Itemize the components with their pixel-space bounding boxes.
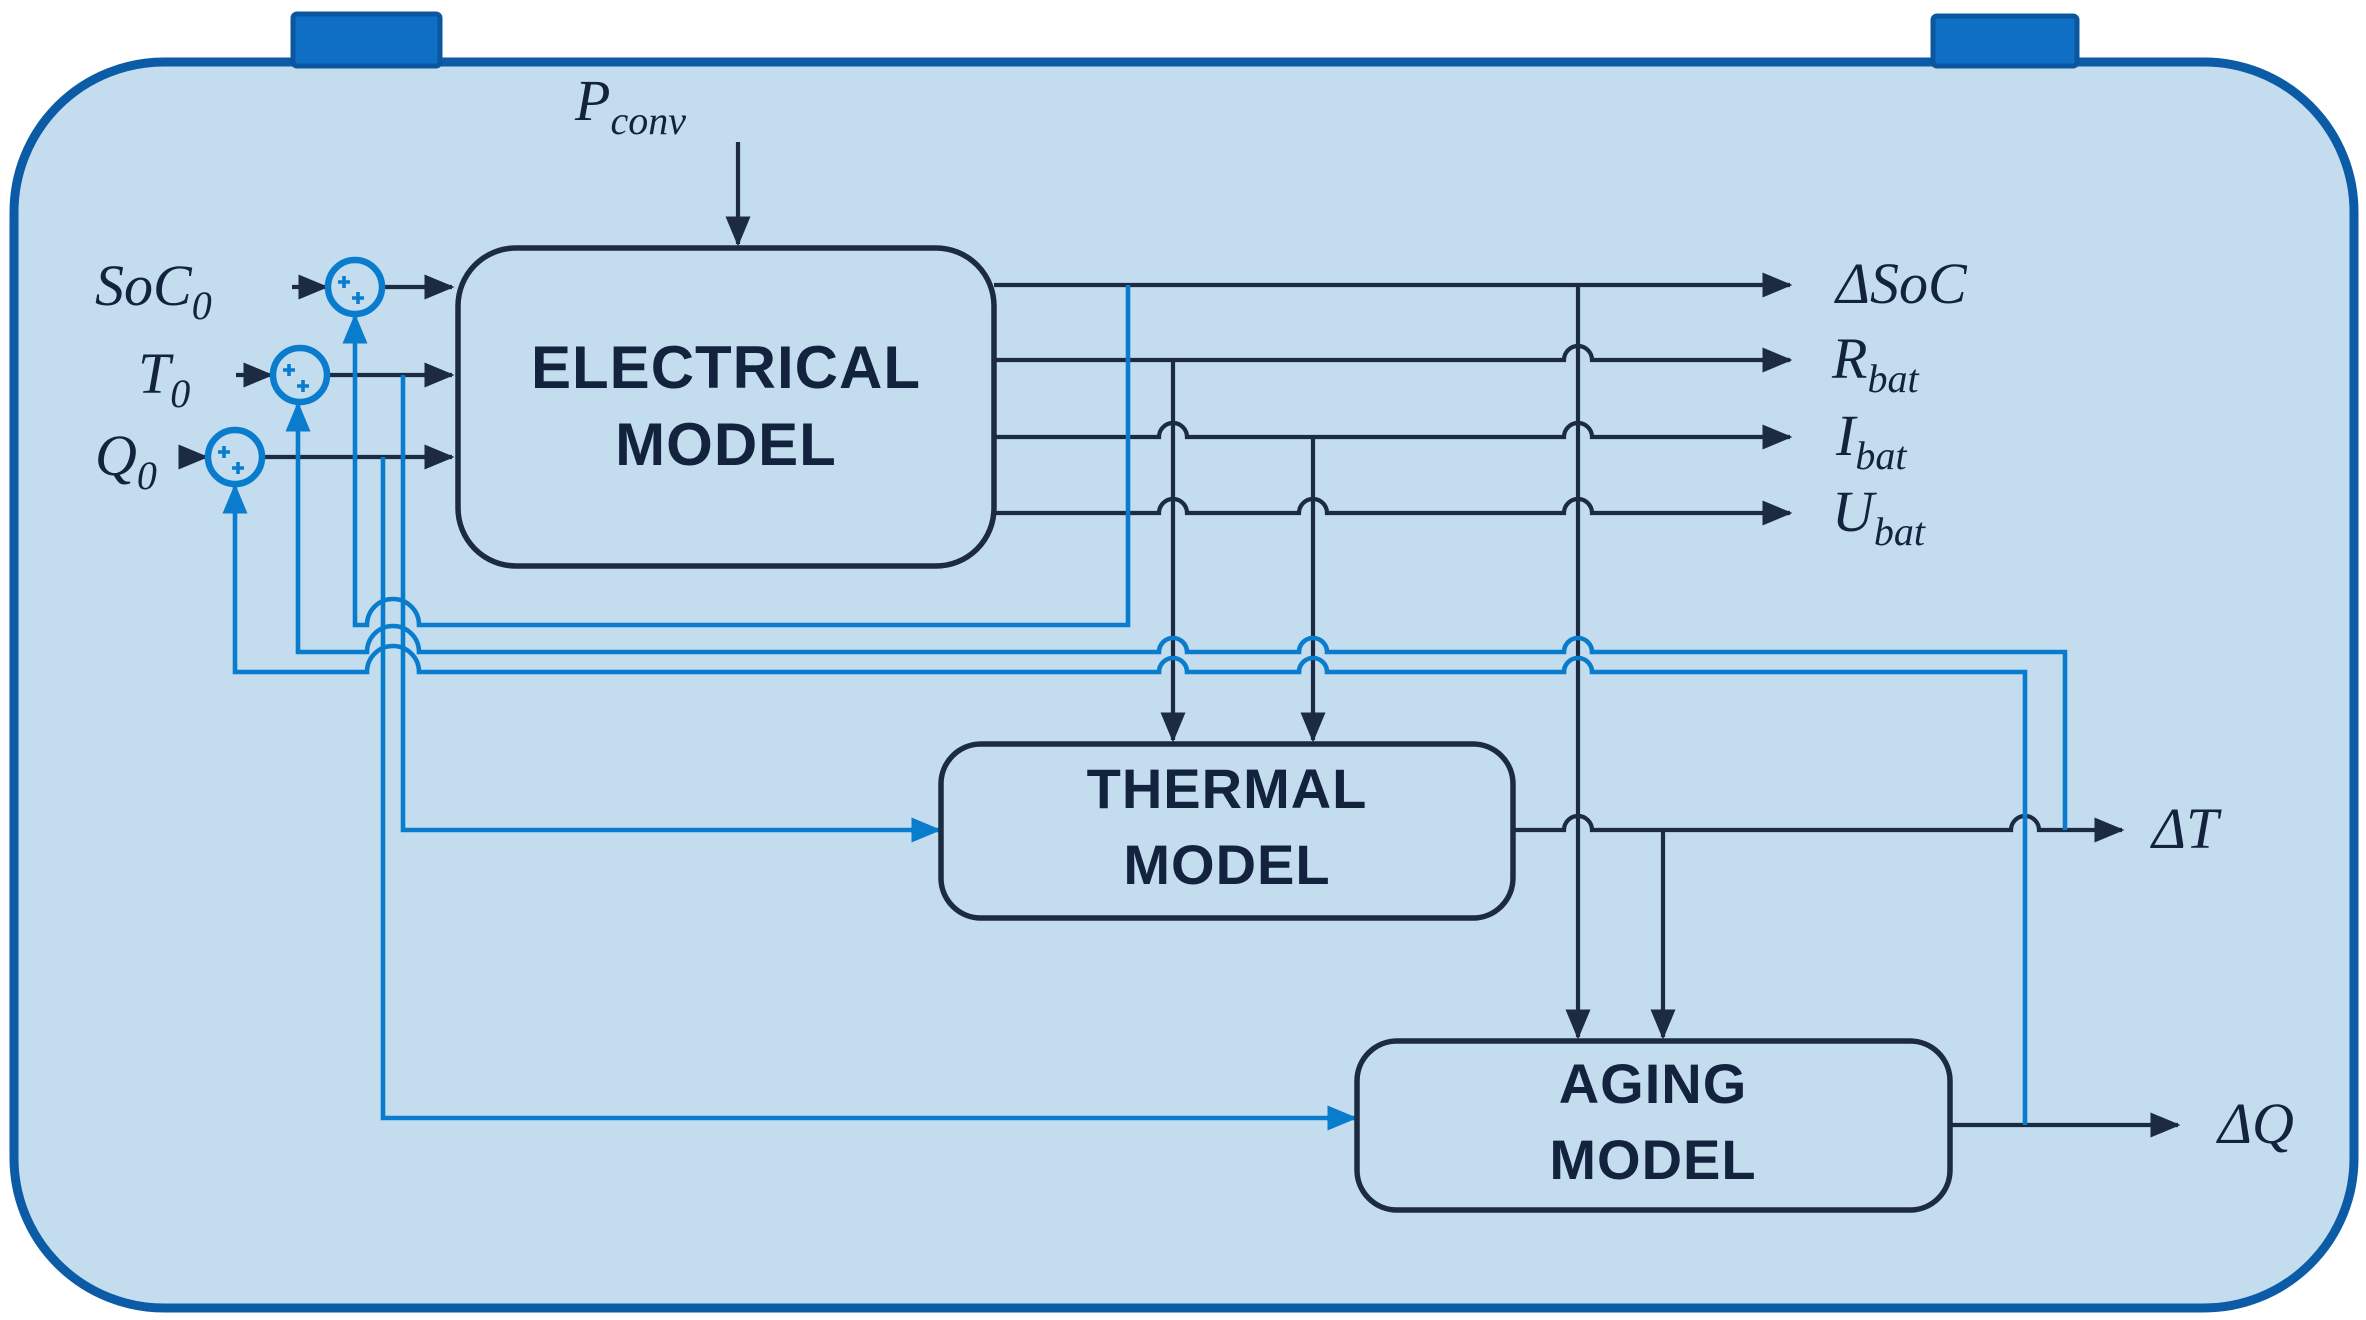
line-out-delta-t xyxy=(1513,813,2125,843)
sum-junction-q xyxy=(204,426,266,488)
label-delta-q: ΔQ xyxy=(2216,1091,2294,1156)
aging-model-label-line2: MODEL xyxy=(1549,1128,1756,1191)
plus-icon xyxy=(283,364,295,376)
line-out-i-bat xyxy=(994,420,1793,450)
electrical-model-label-line2: MODEL xyxy=(615,411,837,478)
label-u-bat: Ubat xyxy=(1832,479,1926,554)
plus-icon xyxy=(338,276,350,288)
plus-icon xyxy=(352,292,364,304)
electrical-model-label-line1: ELECTRICAL xyxy=(531,334,921,401)
line-t-to-thermal-input xyxy=(400,375,942,843)
block-thermal-model xyxy=(938,741,1516,921)
label-soc0: SoC0 xyxy=(95,253,212,328)
line-feedback-delta-q xyxy=(222,483,2028,1125)
label-t0: T0 xyxy=(138,341,190,416)
block-electrical-model xyxy=(455,245,997,569)
battery-terminal-right xyxy=(1930,13,2080,69)
line-feedback-soc xyxy=(342,285,1131,628)
label-delta-soc: ΔSoC xyxy=(1834,251,1968,316)
sum-junction-soc xyxy=(324,256,386,318)
label-q0: Q0 xyxy=(95,423,157,498)
label-p-conv: Pconv xyxy=(574,68,686,143)
label-r-bat: Rbat xyxy=(1831,326,1919,401)
label-i-bat: Ibat xyxy=(1835,403,1907,478)
plus-icon xyxy=(218,446,230,458)
label-delta-t: ΔT xyxy=(2150,796,2222,861)
line-feedback-delta-t xyxy=(285,401,2068,830)
line-q-to-aging-input xyxy=(380,457,1358,1131)
block-aging-model xyxy=(1354,1038,1953,1213)
plus-icon xyxy=(232,462,244,474)
battery-terminal-left xyxy=(290,11,443,69)
aging-model-label-line1: AGING xyxy=(1559,1052,1748,1115)
sum-junction-t xyxy=(269,344,331,406)
thermal-model-label-line1: THERMAL xyxy=(1087,757,1368,820)
thermal-model-label-line2: MODEL xyxy=(1123,833,1330,896)
battery-body xyxy=(9,57,2359,1313)
plus-icon xyxy=(297,380,309,392)
